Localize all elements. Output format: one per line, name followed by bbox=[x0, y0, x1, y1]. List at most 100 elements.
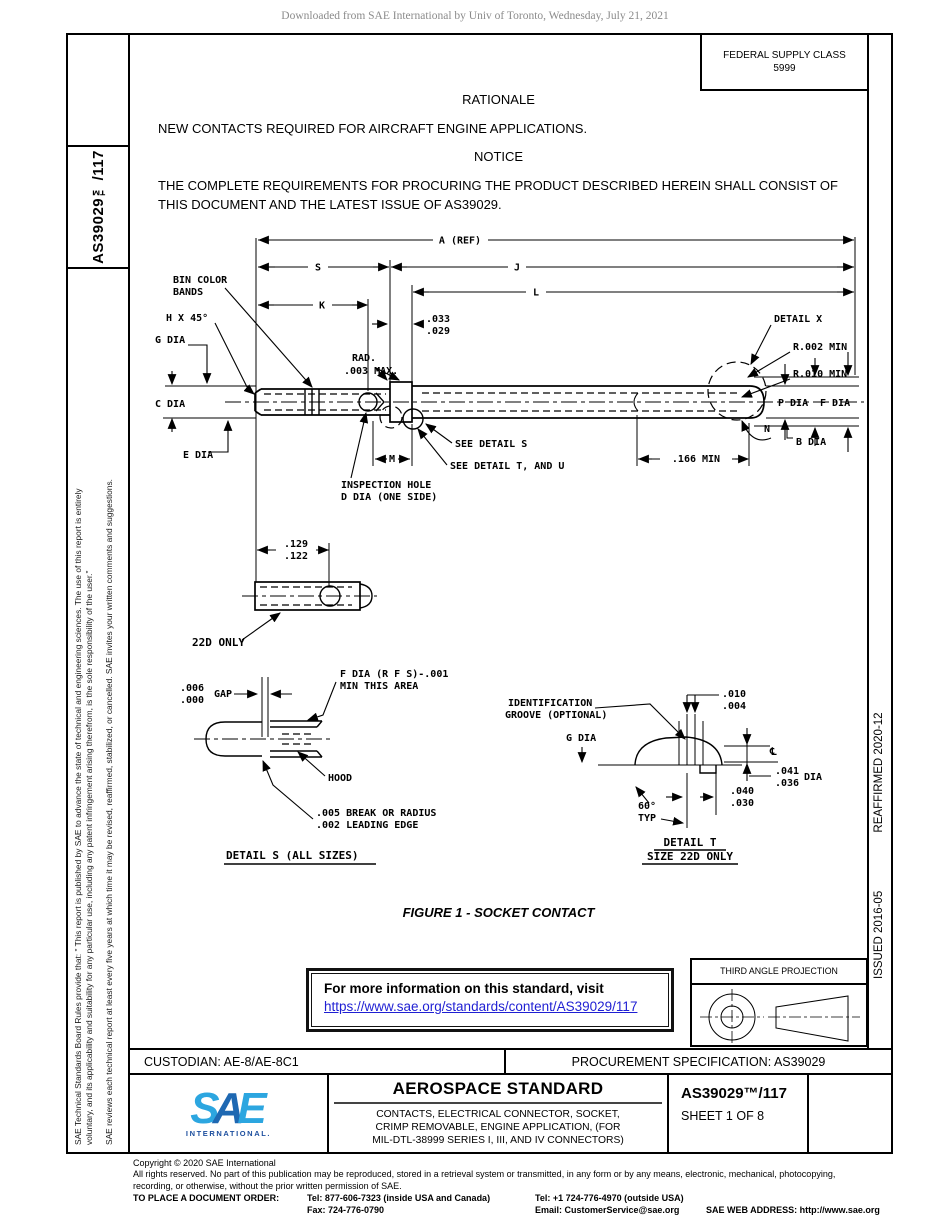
order-info: TO PLACE A DOCUMENT ORDER: Tel: 877-606-… bbox=[133, 1193, 923, 1217]
disclaimer-line2: voluntary, and its applicability and sui… bbox=[83, 570, 94, 1145]
standard-description-line3: MIL-DTL-38999 SERIES I, III, AND IV CONN… bbox=[372, 1135, 624, 1146]
dim-004: .004 bbox=[722, 701, 746, 712]
c-dia-label: C DIA bbox=[155, 399, 185, 410]
dim-m: M bbox=[389, 454, 395, 465]
tel-outside: Tel: +1 724-776-4970 (outside USA) bbox=[535, 1193, 684, 1204]
detail-t-view: IDENTIFICATION GROOVE (OPTIONAL) G DIA .… bbox=[505, 689, 822, 865]
detail-t-caption-1: DETAIL T bbox=[664, 836, 717, 849]
dim-a-ref: A (REF) bbox=[439, 236, 481, 247]
identification-label-1: IDENTIFICATION bbox=[508, 698, 592, 709]
fax: Fax: 724-776-0790 bbox=[307, 1205, 385, 1216]
review-note: SAE reviews each technical report at lea… bbox=[103, 479, 114, 1145]
see-detail-s-label: SEE DETAIL S bbox=[455, 439, 527, 450]
rights-line2: recording, or otherwise, without the pri… bbox=[133, 1180, 402, 1191]
dim-s: S bbox=[315, 263, 321, 274]
sae-logo: SAE INTERNATIONAL. bbox=[130, 1075, 329, 1152]
left-sidebar: AS39029™/117 SAE Technical Standards Boa… bbox=[68, 35, 130, 1152]
inspection-hole-label-1: INSPECTION HOLE bbox=[341, 480, 431, 491]
tel-inside: Tel: 877-606-7323 (inside USA and Canada… bbox=[307, 1193, 491, 1204]
standard-description-line2: CRIMP REMOVABLE, ENGINE APPLICATION, (FO… bbox=[375, 1122, 621, 1133]
info-box-text: For more information on this standard, v… bbox=[324, 981, 604, 996]
see-detail-tu-label: SEE DETAIL T, AND U bbox=[450, 461, 564, 472]
title-block-empty-cell bbox=[809, 1075, 891, 1152]
gap-006: .006 bbox=[180, 683, 204, 694]
third-angle-projection-box: THIRD ANGLE PROJECTION bbox=[690, 958, 868, 1047]
g-dia-label: G DIA bbox=[155, 335, 185, 346]
title-divider bbox=[334, 1102, 662, 1104]
dim-010: .010 bbox=[722, 689, 746, 700]
main-view-geometry bbox=[225, 361, 864, 430]
sidebar-legal-text: SAE Technical Standards Board Rules prov… bbox=[73, 277, 114, 1145]
r002-label: R.002 MIN bbox=[793, 342, 847, 353]
dim-033: .033 bbox=[426, 314, 450, 325]
dim-041: .041 bbox=[775, 766, 799, 777]
order-label: TO PLACE A DOCUMENT ORDER: bbox=[133, 1193, 280, 1204]
rights-line1: All rights reserved. No part of this pub… bbox=[133, 1169, 836, 1180]
b-dia-label: B DIA bbox=[796, 437, 826, 448]
dim-040: .040 bbox=[730, 786, 754, 797]
custodian-bar: CUSTODIAN: AE-8/AE-8C1 PROCUREMENT SPECI… bbox=[130, 1048, 891, 1075]
break-label-2: .002 LEADING EDGE bbox=[316, 820, 418, 831]
email: Email: CustomerService@sae.org bbox=[535, 1205, 680, 1216]
sae-logo-subtext: INTERNATIONAL. bbox=[185, 1128, 272, 1138]
doc-number: AS39029™/117 bbox=[681, 1085, 787, 1102]
copyright-line: Copyright © 2020 SAE International bbox=[133, 1158, 276, 1168]
main-view-dimensions bbox=[163, 235, 859, 582]
detail-x-label: DETAIL X bbox=[774, 314, 822, 325]
main-view-labels: A (REF) S J L K BIN COLOR BANDS H X 45° … bbox=[155, 236, 850, 504]
figure-1-drawing: A (REF) S J L K BIN COLOR BANDS H X 45° … bbox=[155, 235, 864, 865]
figure-caption: FIGURE 1 - SOCKET CONTACT bbox=[402, 905, 595, 920]
bin-color-label-1: BIN COLOR bbox=[173, 275, 228, 286]
standard-type: AEROSPACE STANDARD bbox=[392, 1079, 604, 1098]
detail-t-caption-2: SIZE 22D ONLY bbox=[647, 850, 733, 863]
h-x-45-label: H X 45° bbox=[166, 313, 208, 324]
detail-s-caption: DETAIL S (ALL SIZES) bbox=[226, 849, 358, 862]
info-box: For more information on this standard, v… bbox=[306, 968, 674, 1032]
f-dia-rfs-label-1: F DIA (R F S)-.001 bbox=[340, 669, 448, 680]
reaffirmed-date: REAFFIRMED 2020-12 bbox=[873, 712, 885, 833]
main-content: RATIONALE NEW CONTACTS REQUIRED FOR AIRC… bbox=[130, 35, 868, 1152]
projection-symbol bbox=[700, 989, 860, 1044]
info-box-inner: For more information on this standard, v… bbox=[311, 973, 669, 1027]
fsc-value: 5999 bbox=[773, 63, 796, 74]
e-dia-label: E DIA bbox=[183, 450, 213, 461]
hood-label: HOOD bbox=[328, 773, 352, 784]
deg-60-label: 60° bbox=[638, 801, 656, 812]
federal-supply-class-box: FEDERAL SUPPLY CLASS 5999 bbox=[700, 35, 867, 91]
download-watermark: Downloaded from SAE International by Uni… bbox=[281, 10, 669, 22]
dia-label: DIA bbox=[804, 772, 822, 783]
bin-color-label-2: BANDS bbox=[173, 287, 203, 298]
p-dia-label: P DIA bbox=[778, 398, 808, 409]
right-sidebar: ISSUED 2016-05 REAFFIRMED 2020-12 bbox=[867, 35, 891, 1048]
dim-k: K bbox=[319, 301, 325, 312]
g-dia-t-label: G DIA bbox=[566, 733, 596, 744]
dim-030: .030 bbox=[730, 798, 754, 809]
dim-029: .029 bbox=[426, 326, 450, 337]
f-dia-label: F DIA bbox=[820, 398, 850, 409]
dim-122: .122 bbox=[284, 551, 308, 562]
doc-number-tab: AS39029™/117 bbox=[68, 145, 128, 269]
standard-link[interactable]: https://www.sae.org/standards/content/AS… bbox=[324, 999, 638, 1014]
page-frame: AS39029™/117 SAE Technical Standards Boa… bbox=[66, 33, 893, 1154]
sae-logo-letters: SAE bbox=[190, 1083, 267, 1133]
disclaimer-line1: SAE Technical Standards Board Rules prov… bbox=[73, 488, 83, 1145]
typ-label: TYP bbox=[638, 813, 656, 824]
doc-number-vertical: AS39029™/117 bbox=[89, 150, 107, 264]
procurement-cell: PROCUREMENT SPECIFICATION: AS39029 bbox=[571, 1054, 826, 1069]
web-address: SAE WEB ADDRESS: http://www.sae.org bbox=[706, 1205, 880, 1216]
custodian-cell: CUSTODIAN: AE-8/AE-8C1 bbox=[130, 1050, 506, 1073]
notice-text: THE COMPLETE REQUIREMENTS FOR PROCURING … bbox=[158, 178, 838, 212]
centerline-symbol: ℄ bbox=[769, 747, 777, 758]
title-block-middle: AEROSPACE STANDARD CONTACTS, ELECTRICAL … bbox=[329, 1075, 669, 1152]
fsc-label: FEDERAL SUPPLY CLASS bbox=[723, 50, 846, 61]
title-block: SAE INTERNATIONAL. AEROSPACE STANDARD CO… bbox=[130, 1075, 891, 1152]
issued-date: ISSUED 2016-05 bbox=[873, 890, 885, 979]
gap-label: GAP bbox=[214, 689, 232, 700]
dim-l: L bbox=[533, 288, 539, 299]
rad-label-1: RAD. bbox=[352, 353, 376, 364]
dim-036: .036 bbox=[775, 778, 799, 789]
title-block-number-cell: AS39029™/117 SHEET 1 OF 8 bbox=[669, 1075, 809, 1152]
inspection-hole-label-2: D DIA (ONE SIDE) bbox=[341, 492, 437, 503]
break-label-1: .005 BREAK OR RADIUS bbox=[316, 808, 436, 819]
dim-166-min: .166 MIN bbox=[672, 454, 720, 465]
